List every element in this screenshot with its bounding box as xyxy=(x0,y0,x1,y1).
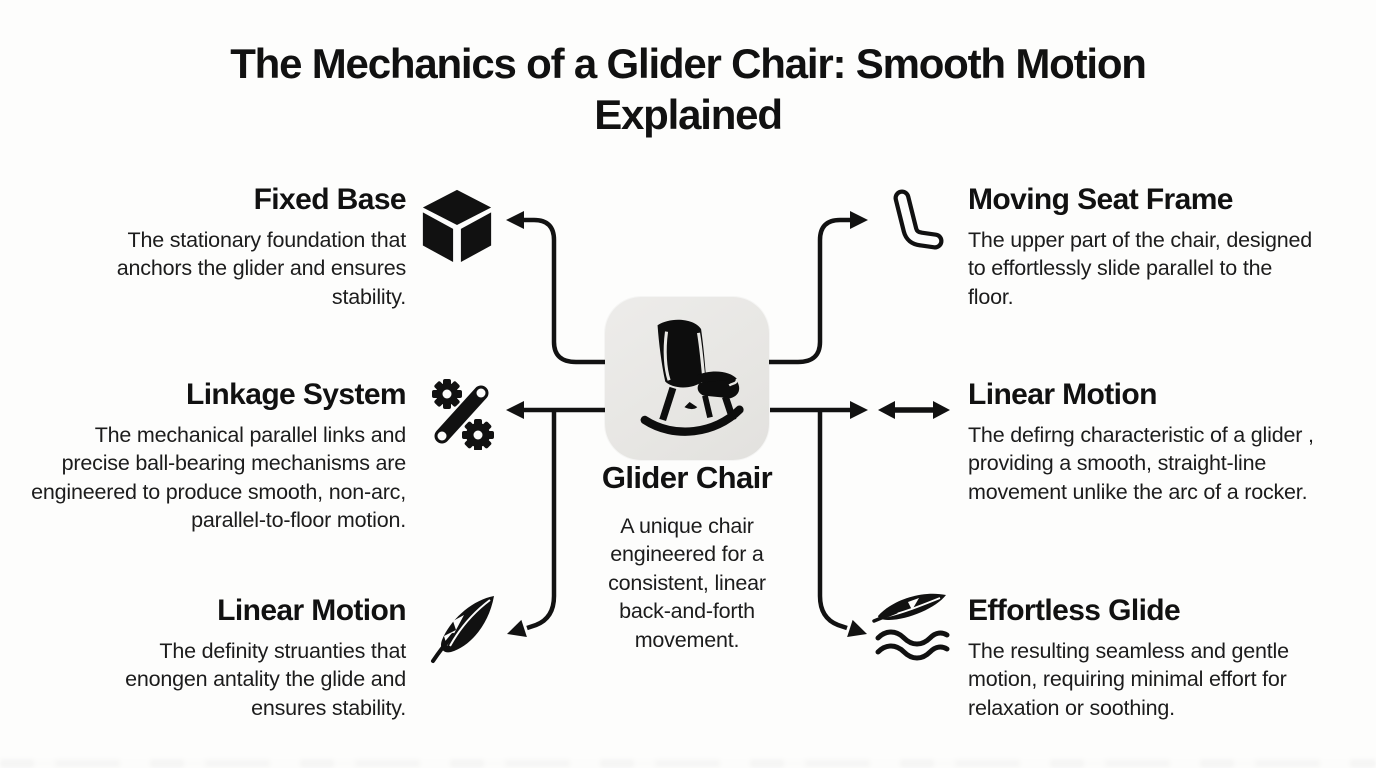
linkage-system-heading: Linkage System xyxy=(185,378,407,411)
linkage-system-description: The mechanical parallel links and precis… xyxy=(31,423,406,533)
connector-top-right xyxy=(769,217,850,365)
feather-wave-icon xyxy=(872,593,950,661)
arrowhead-mid-left xyxy=(506,401,524,419)
gears-linkage-icon xyxy=(432,379,494,450)
effortless-glide-description: The resulting seamless and gentle motion… xyxy=(968,639,1289,720)
double-arrow-icon xyxy=(878,401,950,419)
glider-chair-label: Glider Chair xyxy=(601,460,773,495)
arrowhead-mid-right xyxy=(850,401,868,419)
arrowhead-bottom-left xyxy=(507,619,527,637)
feather-icon xyxy=(431,596,494,663)
arrowhead-top-right xyxy=(850,211,868,229)
linear-motion-left-heading: Linear Motion xyxy=(217,594,406,627)
effortless-glide-heading: Effortless Glide xyxy=(968,594,1181,627)
fixed-base-description: The stationary foundation that anchors t… xyxy=(116,228,406,309)
glider-chair-description: A unique chair engineered for a consiste… xyxy=(608,514,766,652)
bottom-artifact-strip xyxy=(0,759,1376,768)
connector-top-left xyxy=(524,217,607,365)
page-title: The Mechanics of a Glider Chair: Smooth … xyxy=(230,40,1147,139)
node-linear-motion-right: Linear Motion The defirng characteristic… xyxy=(968,378,1338,506)
moving-seat-frame-description: The upper part of the chair, designed to… xyxy=(968,228,1313,309)
arrowhead-bottom-right xyxy=(847,619,867,637)
rocking-chair-icon xyxy=(640,319,744,436)
connector-bottom-left xyxy=(526,412,557,631)
arrowhead-top-left xyxy=(506,211,524,229)
glider-chair-card xyxy=(605,297,769,460)
linear-motion-right-description: The defirng characteristic of a glider ,… xyxy=(968,423,1314,504)
moving-seat-frame-heading: Moving Seat Frame xyxy=(968,183,1233,216)
node-effortless-glide: Effortless Glide The resulting seamless … xyxy=(968,594,1343,722)
node-linkage-system: Linkage System The mechanical parallel l… xyxy=(26,378,406,535)
cube-icon xyxy=(422,189,492,263)
node-linear-motion-left: Linear Motion The definity struanties th… xyxy=(46,594,407,722)
fixed-base-heading: Fixed Base xyxy=(253,183,407,216)
linear-motion-right-heading: Linear Motion xyxy=(968,378,1157,411)
connector-bottom-right xyxy=(817,412,848,631)
seat-frame-icon xyxy=(893,189,944,250)
node-moving-seat-frame: Moving Seat Frame The upper part of the … xyxy=(968,183,1338,311)
linear-motion-left-description: The definity struanties that enongen ant… xyxy=(125,639,406,720)
node-fixed-base: Fixed Base The stationary foundation tha… xyxy=(46,183,407,311)
